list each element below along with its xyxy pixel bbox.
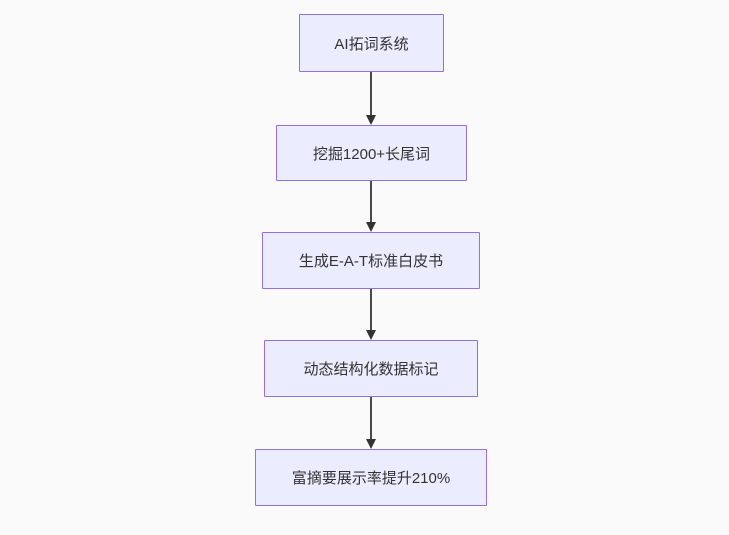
flowchart-node-longtail-mining: 挖掘1200+长尾词 <box>276 125 467 181</box>
arrowhead-down-icon <box>366 222 376 232</box>
flowchart-edge-3 <box>365 289 377 340</box>
flowchart-node-ai-keyword-system: AI拓词系统 <box>299 14 444 72</box>
node-label: AI拓词系统 <box>334 35 409 53</box>
node-label: 动态结构化数据标记 <box>303 361 439 378</box>
edge-line <box>370 72 372 118</box>
arrowhead-down-icon <box>366 115 376 125</box>
node-label: 富摘要展示率提升210% <box>291 470 451 487</box>
edge-line <box>370 397 372 442</box>
arrowhead-down-icon <box>366 330 376 340</box>
flowchart-node-structured-data-markup: 动态结构化数据标记 <box>264 340 478 397</box>
flowchart-edge-2 <box>365 181 377 232</box>
flowchart-edge-1 <box>365 72 377 125</box>
node-label: 挖掘1200+长尾词 <box>312 145 431 163</box>
flowchart-node-eat-whitepaper: 生成E-A-T标准白皮书 <box>262 232 480 289</box>
arrowhead-down-icon <box>366 439 376 449</box>
edge-line <box>370 181 372 225</box>
flowchart-node-rich-snippet-result: 富摘要展示率提升210% <box>255 449 487 506</box>
edge-line <box>370 289 372 333</box>
flowchart-edge-4 <box>365 397 377 449</box>
node-label: 生成E-A-T标准白皮书 <box>298 253 444 270</box>
